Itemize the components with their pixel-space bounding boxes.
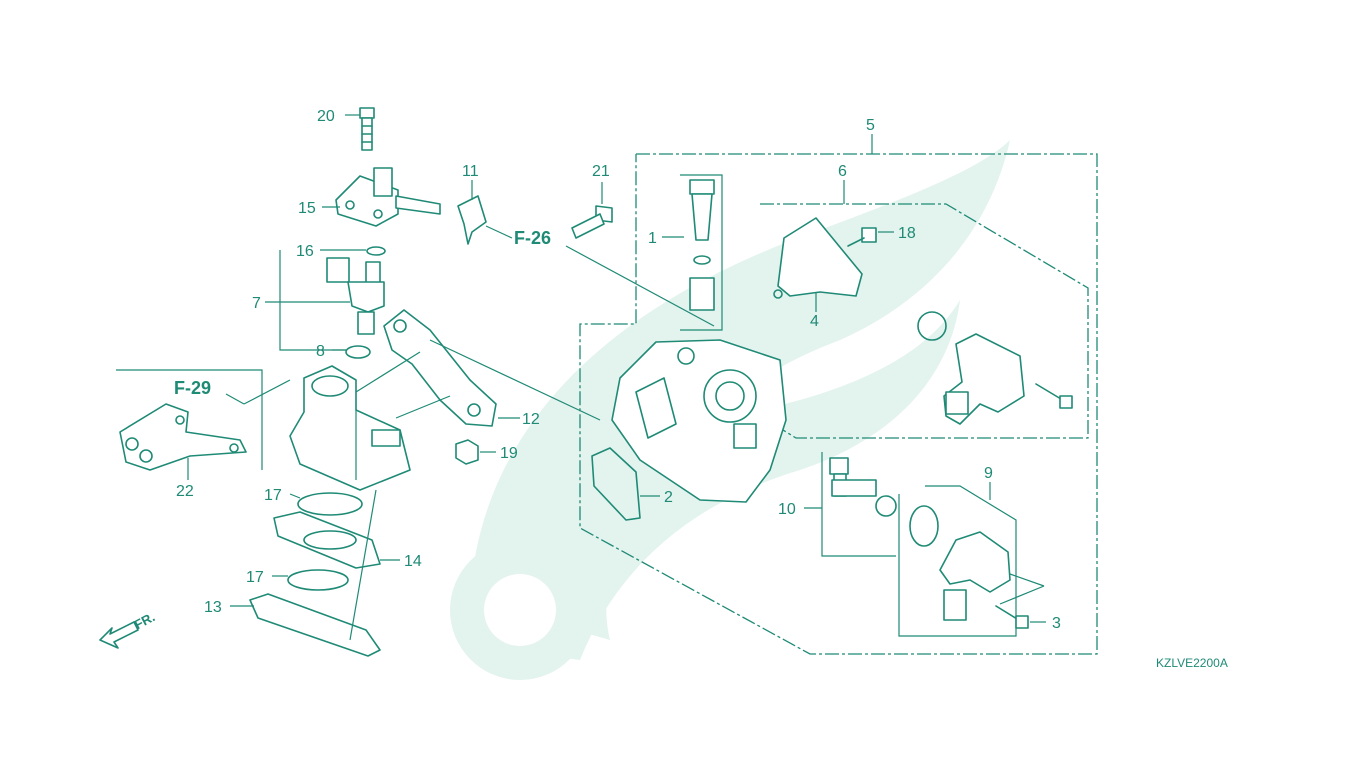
- callout-5: 5: [866, 117, 875, 134]
- assembly-outline-1: [680, 174, 723, 331]
- fuel-joint-15: [335, 167, 441, 227]
- intake-pipe: [289, 365, 411, 491]
- bolt-21: [571, 205, 613, 239]
- ref-f26[interactable]: F-26: [514, 228, 551, 248]
- callout-19: 19: [500, 445, 518, 462]
- clip-11: [457, 195, 487, 245]
- o-ring-9: [909, 505, 939, 547]
- callout-16: 16: [296, 243, 314, 260]
- callout-7: 7: [252, 295, 261, 312]
- assembly-outline-left: [116, 369, 263, 470]
- idle-valve-10: [829, 457, 897, 517]
- bolt-20: [359, 107, 375, 151]
- tps-sensor-upper: [943, 333, 1025, 425]
- callout-17-lower: 17: [246, 569, 264, 586]
- o-ring-16: [366, 246, 386, 256]
- diagram-code: KZLVE2200A: [1156, 656, 1228, 670]
- callout-17-upper: 17: [264, 487, 282, 504]
- bracket-7: [279, 250, 346, 351]
- callout-10: 10: [778, 501, 796, 518]
- o-ring-17-upper: [297, 492, 363, 516]
- o-ring-17-lower: [287, 569, 349, 591]
- callout-1: 1: [648, 230, 657, 247]
- assembly-outline-9: [898, 485, 1017, 637]
- front-arrow-icon: [99, 621, 139, 649]
- bolt-tps-upper: [1035, 383, 1073, 409]
- callout-9: 9: [984, 465, 993, 482]
- leader-lines: [187, 114, 1046, 641]
- callout-11: 11: [462, 163, 479, 180]
- callout-15: 15: [298, 200, 316, 217]
- callout-3: 3: [1052, 615, 1061, 632]
- throttle-body: [611, 339, 787, 503]
- assembly-outline-10: [821, 452, 896, 557]
- insulator-14: [273, 511, 381, 569]
- callout-4: 4: [810, 313, 819, 330]
- sensor-1: [689, 179, 715, 311]
- injector-7: [326, 257, 385, 335]
- callout-14: 14: [404, 553, 422, 570]
- bolt-3: [995, 605, 1029, 629]
- callout-20: 20: [317, 108, 335, 125]
- ref-f29[interactable]: F-29: [174, 378, 211, 398]
- callout-2: 2: [664, 489, 673, 506]
- bracket-12: [383, 309, 497, 427]
- callout-13: 13: [204, 599, 222, 616]
- callout-12: 12: [522, 411, 540, 428]
- seal-8: [345, 345, 371, 359]
- callout-22: 22: [176, 483, 194, 500]
- nut-19: [455, 439, 479, 465]
- callout-6: 6: [838, 163, 847, 180]
- sensor-9: [939, 531, 1011, 621]
- gasket-2: [591, 447, 641, 521]
- bracket-6: [773, 217, 863, 299]
- bolt-18: [847, 227, 877, 247]
- callout-18: 18: [898, 225, 916, 242]
- gasket-13: [249, 593, 381, 657]
- bracket-22: [119, 403, 247, 471]
- assembly-outline-5: [579, 153, 1098, 655]
- callout-21: 21: [592, 163, 610, 180]
- callout-8: 8: [316, 343, 325, 360]
- assembly-outline-6: [759, 203, 1089, 439]
- o-ring-tps: [917, 311, 947, 341]
